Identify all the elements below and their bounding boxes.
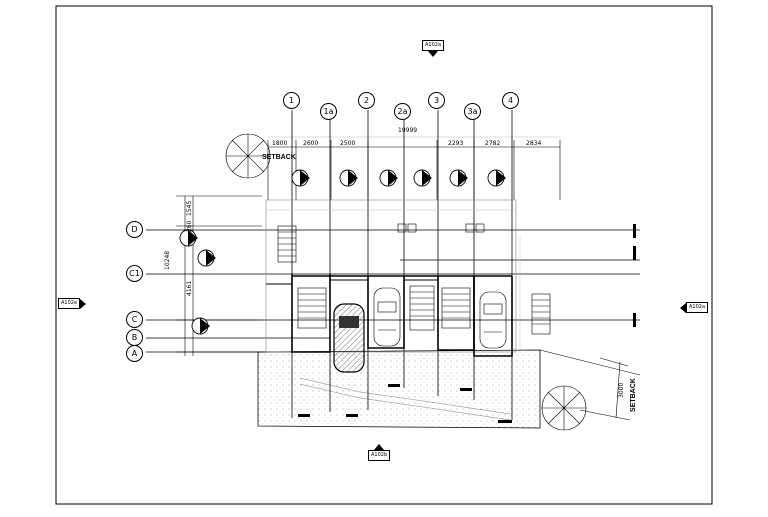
grid-bubble-3[interactable]: 3 (428, 92, 445, 109)
section-arrow-icon (80, 298, 87, 309)
grid-label: 4 (507, 96, 514, 105)
section-marker-label: A102a (689, 304, 706, 310)
tree-top-left (225, 133, 271, 179)
grid-bubble-a[interactable]: A (126, 345, 143, 362)
site-ground (257, 349, 641, 429)
section-arrow-icon (428, 51, 439, 57)
column-dimension-4: 2293 (448, 140, 464, 147)
row-dimension-middle: 4161 (186, 280, 193, 296)
row-line-ends (633, 224, 636, 327)
overall-dimension: 19999 (398, 127, 418, 134)
section-marker-bottom[interactable]: A102b (368, 444, 391, 461)
building-outline (265, 199, 521, 357)
column-dimension-5: 2782 (485, 140, 501, 147)
grid-label: B (131, 333, 138, 342)
section-marker-top[interactable]: A102a (422, 40, 445, 57)
right-setback-dimension (579, 357, 631, 421)
grid-label: 1 (288, 96, 295, 105)
section-marker-label: A102e (61, 300, 78, 306)
grid-label: 1a (323, 107, 334, 116)
grid-bubble-c[interactable]: C (126, 311, 143, 328)
grid-bubble-1a[interactable]: 1a (320, 103, 337, 120)
grid-label: 3a (467, 107, 478, 116)
section-marker-left[interactable]: A102e (58, 298, 87, 309)
section-marker-label: A102b (371, 452, 388, 458)
grid-bubble-1[interactable]: 1 (283, 92, 300, 109)
section-marker-label: A102a (425, 42, 442, 48)
grid-label: 2a (397, 107, 408, 116)
setback-dimension-right: 3000 (618, 382, 625, 398)
setback-label-right: SETBACK (630, 378, 637, 412)
grid-bubble-c1[interactable]: C1 (126, 265, 143, 282)
row-dimension-upper: 1545 (186, 200, 193, 216)
column-markers (298, 384, 512, 423)
grid-bubble-2a[interactable]: 2a (394, 103, 411, 120)
section-arrow-icon (680, 302, 686, 313)
setback-label-top: SETBACK (262, 154, 296, 161)
car-dark (333, 303, 365, 373)
sheet-border (55, 5, 713, 505)
elevation-tags (179, 169, 506, 335)
car-outline-1 (373, 287, 401, 347)
grid-label: C1 (129, 269, 140, 278)
grid-bubble-2[interactable]: 2 (358, 92, 375, 109)
section-arrow-icon (374, 444, 385, 450)
column-dimension-2: 2600 (303, 140, 319, 147)
grid-bubble-3a[interactable]: 3a (464, 103, 481, 120)
grid-bubble-d[interactable]: D (126, 221, 143, 238)
column-dimension-1: 1800 (272, 140, 288, 147)
grid-label: C (131, 315, 138, 324)
tree-bottom-right (541, 385, 587, 431)
grid-label: A (131, 349, 138, 358)
grid-label: D (131, 225, 138, 234)
windows (397, 223, 485, 233)
row-dimension-overall: 10248 (164, 250, 171, 270)
section-marker-right[interactable]: A102a (680, 302, 709, 313)
grid-label: 2 (363, 96, 370, 105)
stairs (277, 225, 551, 335)
column-dimension-6: 2834 (526, 140, 542, 147)
column-dimension-3: 2500 (340, 140, 356, 147)
grid-bubble-4[interactable]: 4 (502, 92, 519, 109)
grid-bubble-b[interactable]: B (126, 329, 143, 346)
grid-label: 3 (433, 96, 440, 105)
car-outline-2 (479, 291, 507, 349)
row-dimension-small: 260 (186, 220, 193, 232)
